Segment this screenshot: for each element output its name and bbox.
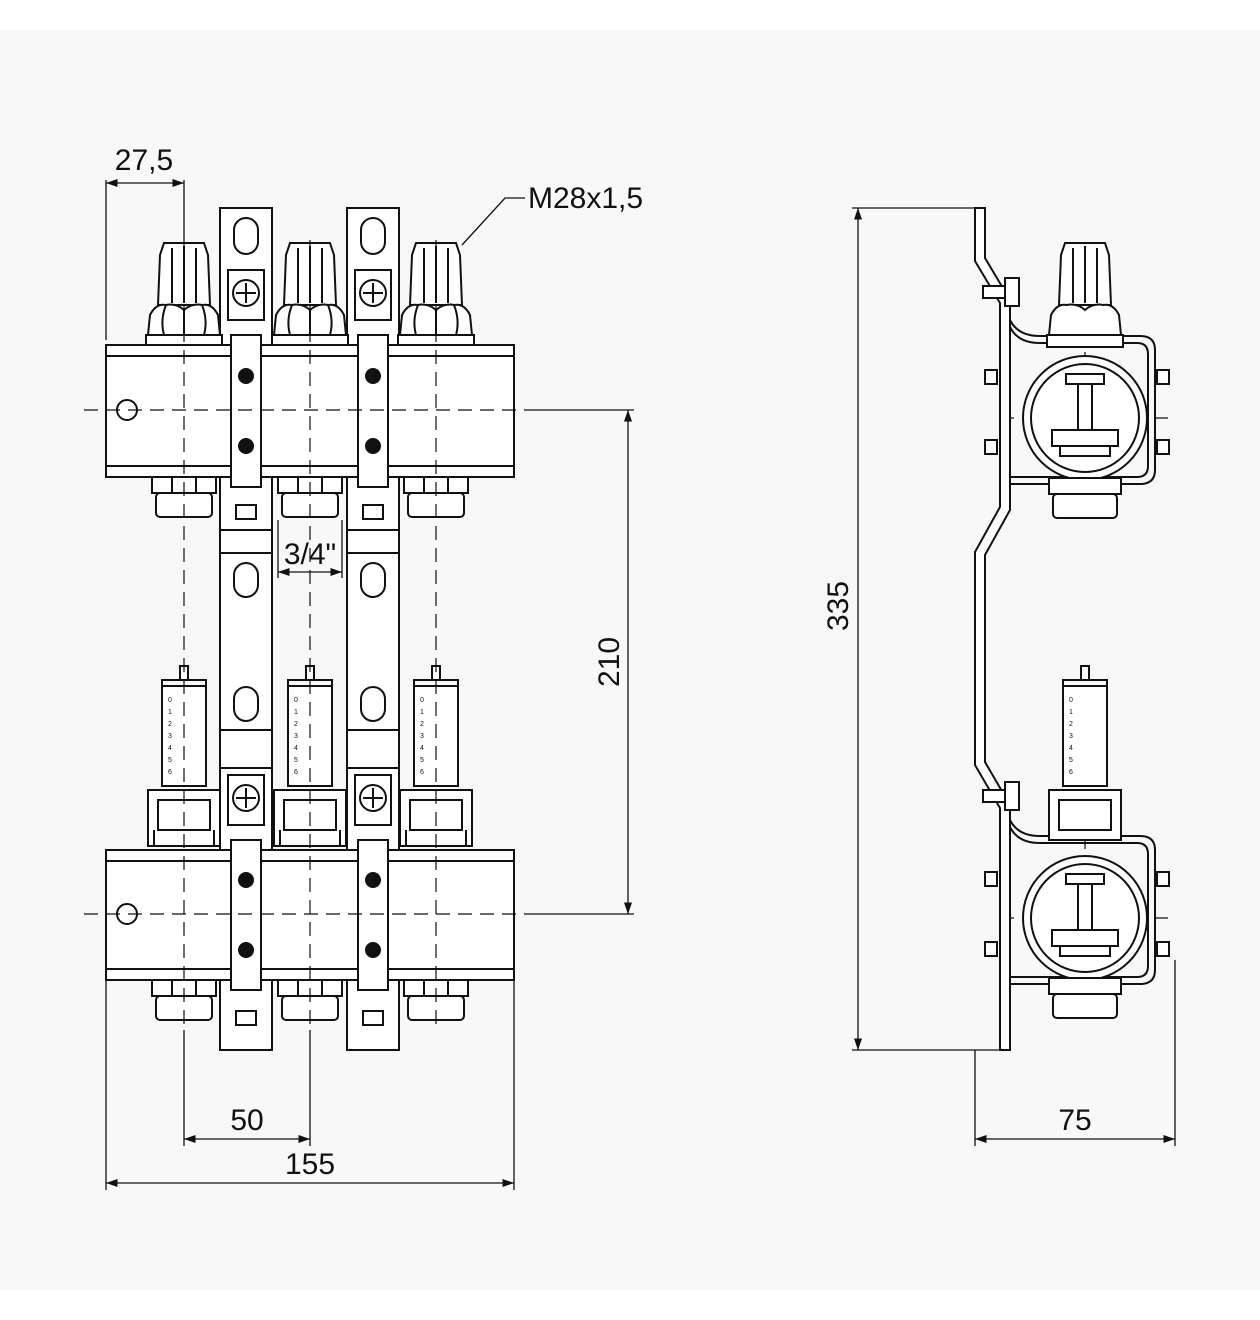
side-upper-manifold [1009,242,1156,519]
scale-mark: 3 [294,733,298,740]
scale-mark: 3 [420,733,424,740]
scale-mark: 2 [294,721,298,728]
scale-mark: 0 [1069,697,1073,704]
scale-mark: 1 [168,709,172,716]
upper-manifold-bar [105,344,515,478]
scale-mark: 4 [168,745,172,752]
scale-mark: 5 [168,757,172,764]
flow-meter-scales: 0 1 2 3 4 5 6 0 1 2 3 4 5 6 0 1 2 3 4 5 6 0 1 2 3 4 5 6 [168,697,1073,776]
scale-mark: 4 [420,745,424,752]
screw-heads [227,269,392,826]
dim-center-distance: 210 [593,637,626,687]
scale-mark: 2 [1069,721,1073,728]
scale-mark: 0 [168,697,172,704]
scale-mark: 6 [294,769,298,776]
scale-mark: 1 [420,709,424,716]
dim-outlet-spacing: 50 [230,1104,263,1137]
dim-depth: 75 [1058,1104,1091,1137]
dim-pitch-offset: 27,5 [115,144,173,177]
bar-clamps [230,334,389,991]
side-lower-manifold [1009,665,1156,1019]
scale-mark: 6 [168,769,172,776]
scale-mark: 1 [1069,709,1073,716]
scale-mark: 2 [168,721,172,728]
dim-total-width: 155 [285,1148,335,1181]
dimension-lines [105,178,1176,1190]
scale-mark: 4 [1069,745,1073,752]
scale-mark: 3 [1069,733,1073,740]
scale-mark: 5 [294,757,298,764]
scale-mark: 6 [1069,769,1073,776]
side-view [974,207,1170,1051]
dim-total-height: 335 [822,581,855,631]
scale-mark: 5 [1069,757,1073,764]
wall-bracket-profile [974,207,1011,1051]
scale-mark: 5 [420,757,424,764]
scale-mark: 0 [294,697,298,704]
scale-mark: 0 [420,697,424,704]
scale-mark: 2 [420,721,424,728]
scale-mark: 4 [294,745,298,752]
scale-mark: 6 [420,769,424,776]
dim-thread-size: M28x1,5 [528,182,643,215]
bracket-bolts [982,277,1170,957]
scale-mark: 3 [168,733,172,740]
scale-mark: 1 [294,709,298,716]
dim-connection-size: 3/4" [284,538,336,571]
